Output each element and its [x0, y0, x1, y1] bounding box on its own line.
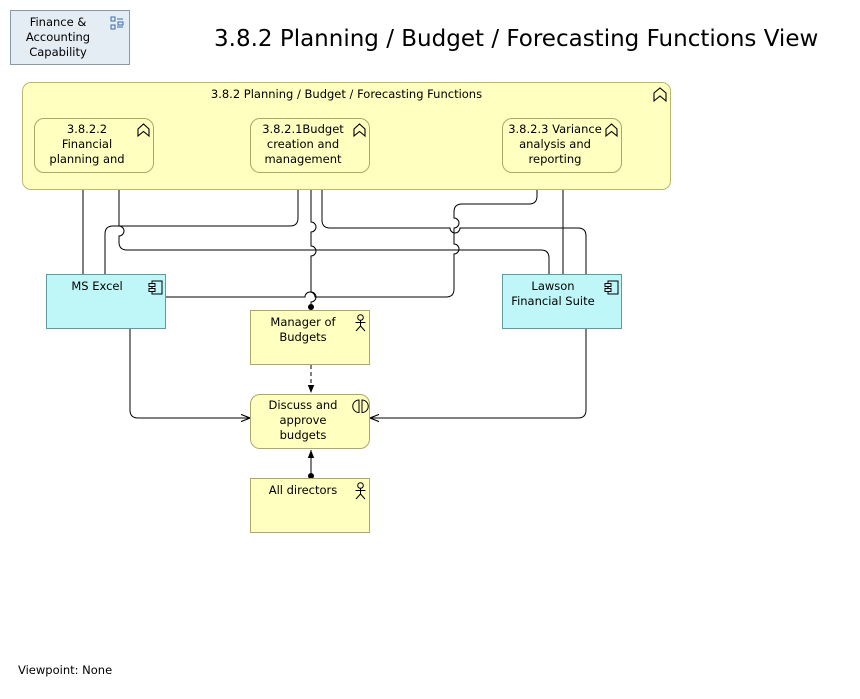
function-label: 3.8.2.1Budget creation and management: [262, 122, 344, 166]
actor-icon: [355, 314, 366, 332]
interaction-discuss-approve-budgets[interactable]: Discuss and approve budgets: [250, 394, 370, 449]
application-label: MS Excel: [71, 279, 123, 293]
function-icon: [137, 123, 150, 138]
actor-all-directors[interactable]: All directors: [250, 478, 370, 533]
function-financial-planning[interactable]: 3.8.2.2 Financial planning and: [34, 118, 154, 173]
connector-lawson-to-budget-creation: [322, 174, 587, 274]
function-group-label: 3.8.2 Planning / Budget / Forecasting Fu…: [210, 87, 483, 101]
actor-manager-of-budgets[interactable]: Manager of Budgets: [250, 310, 370, 365]
capability-label: Finance & Accounting Capability: [25, 15, 91, 59]
page-title: 3.8.2 Planning / Budget / Forecasting Fu…: [214, 26, 819, 52]
interaction-icon: [352, 399, 369, 414]
application-lawson-financial-suite[interactable]: Lawson Financial Suite: [502, 274, 622, 329]
connector-dot-directors: [308, 473, 314, 479]
capability-finance-accounting[interactable]: Finance & Accounting Capability: [10, 10, 130, 65]
connector-excel-to-interaction: [129, 329, 250, 418]
connector-manager-to-budget-creation: [307, 174, 317, 307]
actor-icon: [355, 482, 366, 500]
application-ms-excel[interactable]: MS Excel: [46, 274, 166, 329]
viewpoint-label: Viewpoint: None: [18, 663, 113, 677]
connector-excel-to-budget-creation: [104, 174, 298, 274]
interaction-label: Discuss and approve budgets: [268, 398, 338, 442]
capability-icon: [110, 16, 124, 30]
actor-label: All directors: [268, 483, 338, 497]
connector-excel-to-variance-analysis: [166, 174, 537, 298]
connector-lawson-to-financial-planning: [119, 174, 550, 274]
function-label: 3.8.2.2 Financial planning and: [49, 122, 125, 166]
connector-dot-manager: [308, 304, 314, 310]
function-icon: [605, 123, 618, 138]
actor-label: Manager of Budgets: [270, 315, 336, 344]
function-label: 3.8.2.3 Variance analysis and reporting: [508, 122, 602, 166]
application-component-icon: [148, 280, 163, 295]
function-budget-creation[interactable]: 3.8.2.1Budget creation and management: [250, 118, 370, 173]
function-icon: [653, 87, 667, 103]
function-icon: [353, 123, 366, 138]
application-component-icon: [604, 280, 619, 295]
application-label: Lawson Financial Suite: [511, 279, 595, 308]
function-variance-analysis[interactable]: 3.8.2.3 Variance analysis and reporting: [502, 118, 622, 173]
connector-lawson-to-interaction: [370, 329, 587, 418]
